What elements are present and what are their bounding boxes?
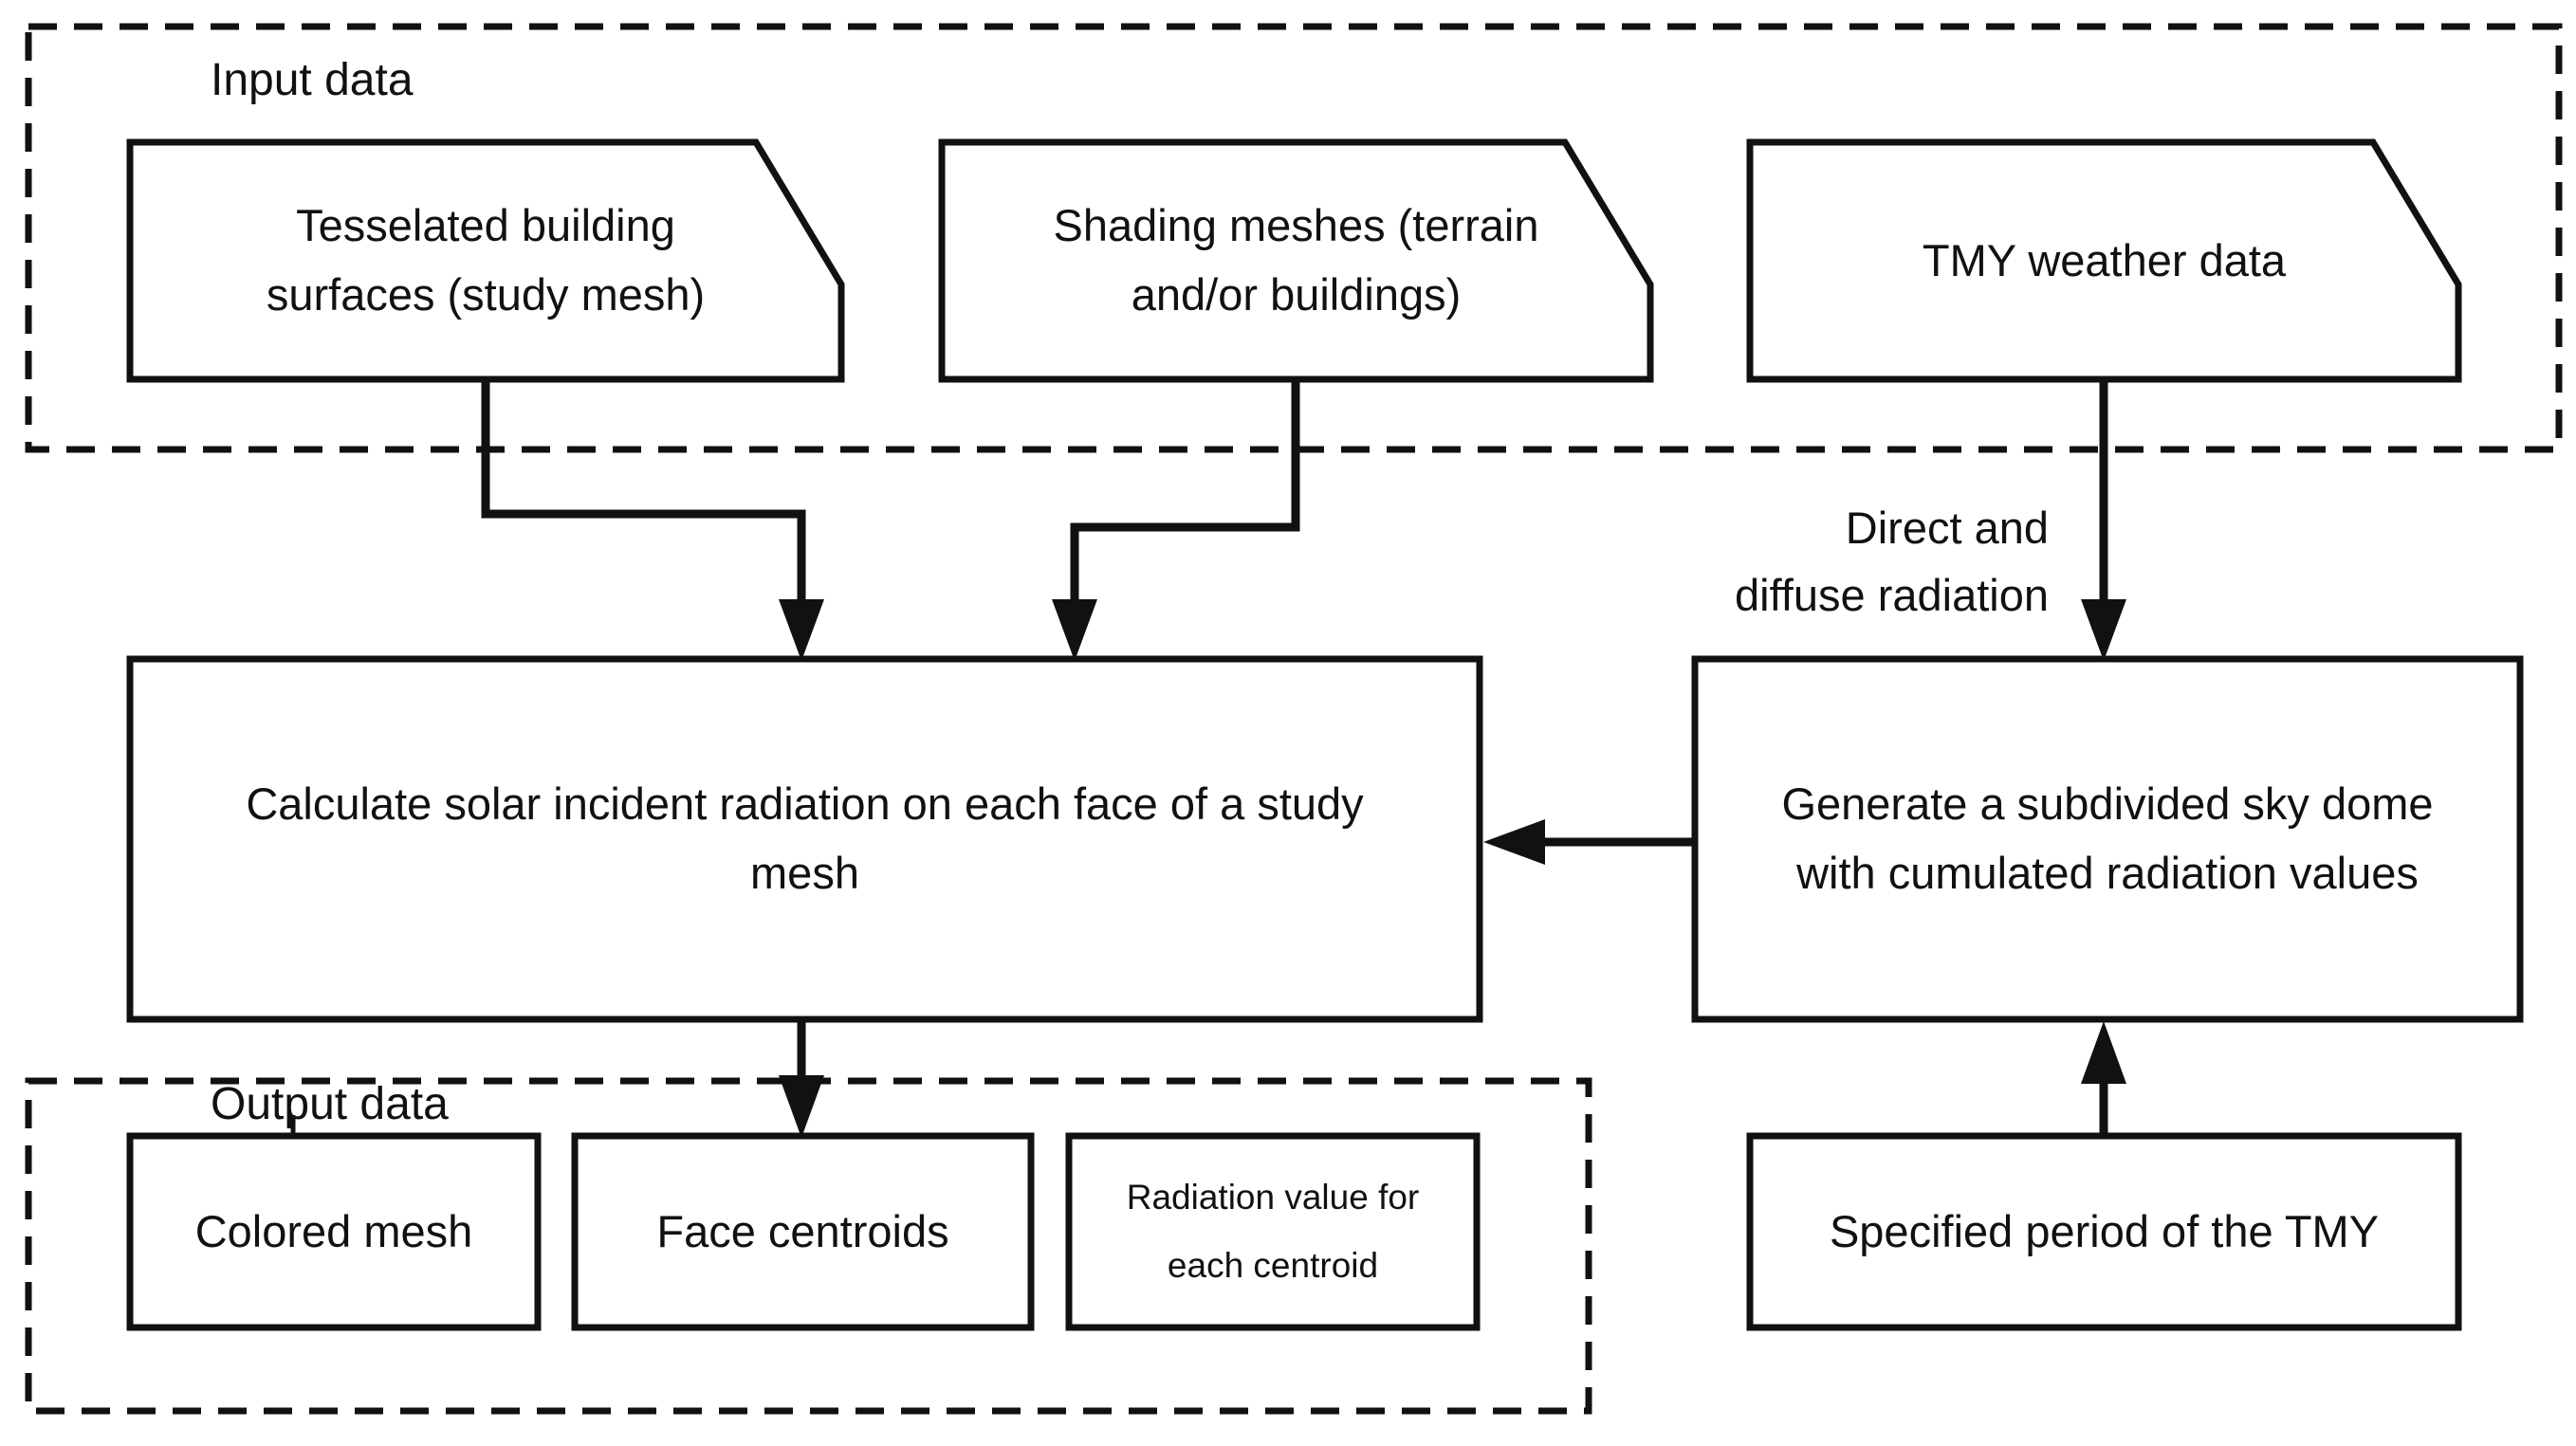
node-shape-radiation-value xyxy=(1065,1132,1481,1331)
node-label-line: Specified period of the TMY xyxy=(1829,1205,2380,1256)
node-label-line: Colored mesh xyxy=(194,1205,473,1256)
edge-label-line: Direct and xyxy=(1845,503,2049,553)
edge-label-line: diffuse radiation xyxy=(1735,569,2049,620)
node-label-line: with cumulated radiation values xyxy=(1796,848,2419,898)
connector-tesselated-to-calculate xyxy=(481,377,806,605)
arrowhead-down-into-calculate-right xyxy=(1052,599,1097,661)
node-shape-face-centroids xyxy=(571,1132,1035,1331)
node-tmy-weather-data: TMY weather data xyxy=(1750,142,2458,379)
node-shape-generate-sky-dome xyxy=(1691,655,2524,1023)
node-label-line: Radiation value for xyxy=(1126,1177,1420,1217)
output-data-group-label: Output data xyxy=(211,1079,449,1129)
node-label-line: Generate a subdivided sky dome xyxy=(1781,778,2434,830)
node-shape-colored-mesh xyxy=(126,1132,542,1331)
input-data-group-border xyxy=(25,23,2563,453)
node-label-line: each centroid xyxy=(1167,1246,1379,1285)
node-specified-period: Specified period of the TMY xyxy=(1750,1136,2458,1327)
node-shape-shading-meshes xyxy=(938,138,1654,383)
node-colored-mesh: Colored mesh xyxy=(130,1136,538,1327)
node-face-centroids: Face centroids xyxy=(575,1136,1031,1327)
arrowhead-left-into-calculate xyxy=(1483,819,1545,865)
node-calculate-solar-radiation: Calculate solar incident radiation on ea… xyxy=(130,659,1480,1019)
node-label-line: Shading meshes (terrain xyxy=(1053,200,1539,251)
node-shading-meshes: Shading meshes (terrain and/or buildings… xyxy=(942,142,1650,379)
input-data-group-label: Input data xyxy=(211,55,414,105)
node-tesselated-building-surfaces: Tesselated building surfaces (study mesh… xyxy=(130,142,841,379)
arrowhead-down-into-face-centroids xyxy=(779,1075,824,1138)
node-shape-tesselated-building-surfaces xyxy=(126,138,845,383)
node-label-line: Tesselated building xyxy=(296,200,675,251)
arrowhead-down-into-calculate-left xyxy=(779,599,824,661)
node-shape-specified-period xyxy=(1746,1132,2462,1331)
arrowhead-up-into-generate xyxy=(2081,1021,2126,1084)
node-label-line: surfaces (study mesh) xyxy=(266,269,706,320)
node-radiation-value: Radiation value for each centroid xyxy=(1069,1136,1477,1327)
edge-label-direct-diffuse-radiation: Direct and diffuse radiation xyxy=(1669,495,2049,629)
node-shape-tmy-weather-data xyxy=(1746,138,2462,383)
connector-shading-to-calculate xyxy=(1070,377,1300,605)
node-label-line: mesh xyxy=(750,848,859,898)
node-shape-calculate-solar-radiation xyxy=(126,655,1483,1023)
node-label-line: TMY weather data xyxy=(1922,234,2287,285)
node-label-line: Calculate solar incident radiation on ea… xyxy=(246,778,1364,830)
arrowhead-down-into-generate xyxy=(2081,599,2126,661)
node-label-line: and/or buildings) xyxy=(1131,269,1462,320)
node-label-line: Face centroids xyxy=(656,1205,949,1256)
node-generate-sky-dome: Generate a subdivided sky dome with cumu… xyxy=(1695,659,2520,1019)
